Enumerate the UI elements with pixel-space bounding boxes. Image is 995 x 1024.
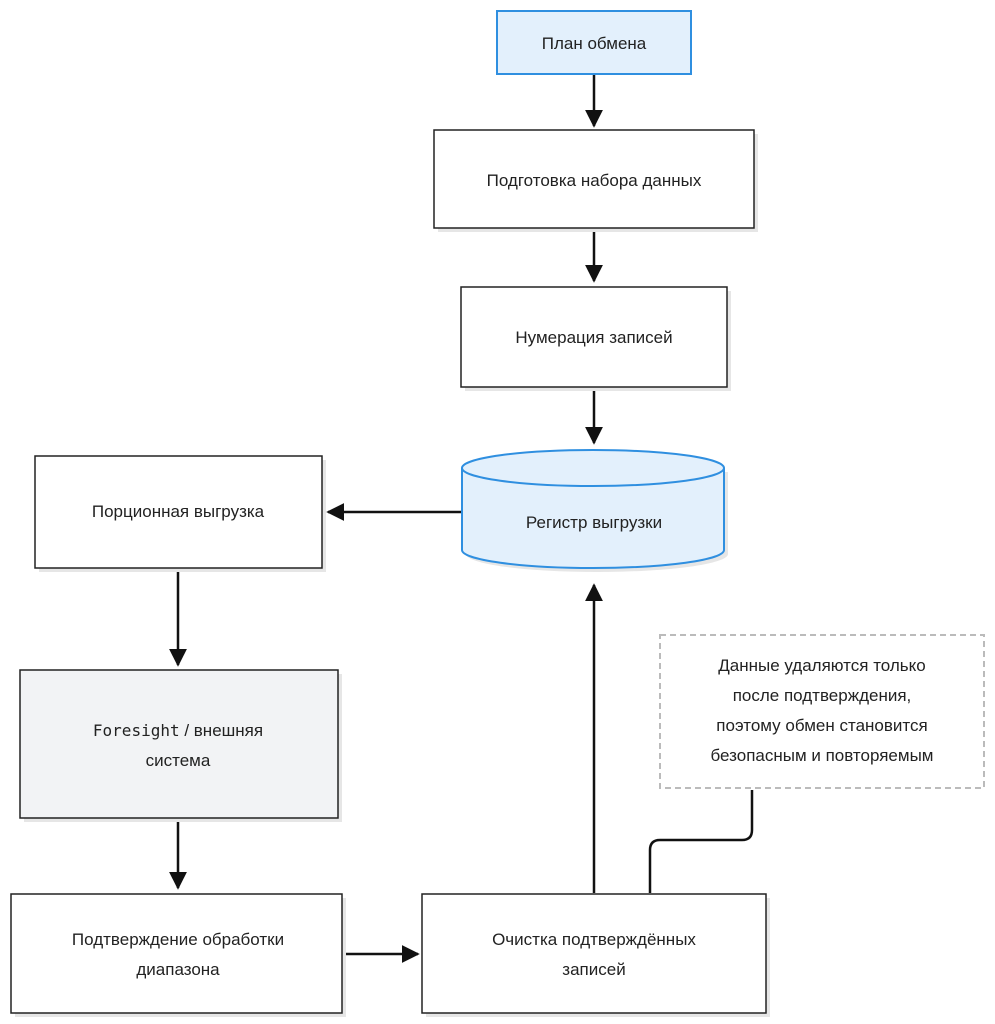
note-line-3: поэтому обмен становится bbox=[716, 716, 927, 735]
node-prepare-label: Подготовка набора данных bbox=[487, 171, 702, 190]
node-external: Foresight / внешняя система bbox=[19, 669, 342, 822]
node-plan-label: План обмена bbox=[542, 34, 647, 53]
note-box bbox=[659, 634, 985, 789]
node-prepare: Подготовка набора данных bbox=[433, 129, 758, 232]
node-plan-box bbox=[496, 10, 692, 75]
node-confirm-line2: диапазона bbox=[136, 960, 220, 979]
node-prepare-box bbox=[433, 129, 755, 229]
note-line-4: безопасным и повторяемым bbox=[711, 746, 934, 765]
edge-note-connector bbox=[648, 790, 754, 893]
note-line-2: после подтверждения, bbox=[733, 686, 912, 705]
note-line-1: Данные удаляются только bbox=[718, 656, 926, 675]
node-numbering-box bbox=[460, 286, 728, 388]
node-external-label-line2: система bbox=[146, 751, 211, 770]
node-numbering: Нумерация записей bbox=[460, 286, 731, 391]
node-numbering-label: Нумерация записей bbox=[515, 328, 672, 347]
node-batch-label: Порционная выгрузка bbox=[92, 502, 265, 521]
node-register-label: Регистр выгрузки bbox=[526, 513, 662, 532]
node-cleanup-line2: записей bbox=[562, 960, 625, 979]
node-batch-box bbox=[34, 455, 323, 569]
note: Данные удаляются только после подтвержде… bbox=[659, 634, 985, 789]
node-confirm-box bbox=[10, 893, 343, 1014]
node-cleanup-line1: Очистка подтверждённых bbox=[492, 930, 696, 949]
node-register: Регистр выгрузки bbox=[461, 449, 728, 572]
node-external-box bbox=[19, 669, 339, 819]
node-confirm-line1: Подтверждение обработки bbox=[72, 930, 284, 949]
node-register-top bbox=[461, 449, 725, 487]
node-external-label-line1: Foresight / внешняя bbox=[93, 721, 263, 740]
node-cleanup-box bbox=[421, 893, 767, 1014]
node-batch: Порционная выгрузка bbox=[34, 455, 326, 572]
edges bbox=[169, 74, 754, 963]
node-plan: План обмена bbox=[496, 10, 692, 75]
node-external-label-mono: Foresight bbox=[93, 721, 180, 740]
node-external-label-rest: / внешняя bbox=[180, 721, 263, 740]
node-confirm: Подтверждение обработки диапазона bbox=[10, 893, 346, 1017]
node-cleanup: Очистка подтверждённых записей bbox=[421, 893, 770, 1017]
node-register-body bbox=[461, 468, 725, 569]
